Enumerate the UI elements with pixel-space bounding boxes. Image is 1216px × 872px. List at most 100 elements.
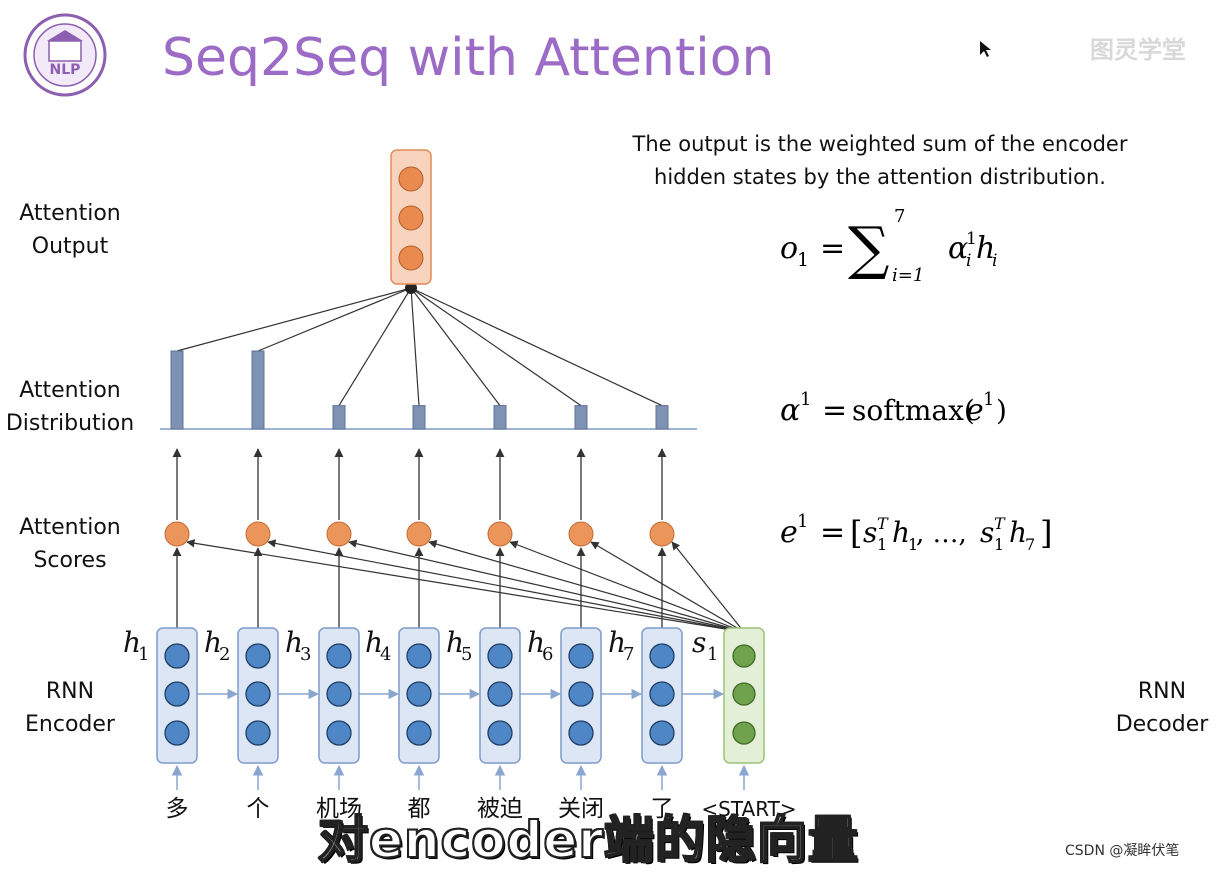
attention-bar [332, 405, 346, 430]
attention-score-node [487, 521, 513, 547]
formula-dots: , …, [916, 519, 967, 549]
encoder-input-token: 被迫 [477, 796, 523, 822]
attention-score-node [406, 521, 432, 547]
label-line: Decoder [1115, 712, 1209, 737]
label-line: Output [31, 234, 109, 259]
attention-output-label: Attention Output [0, 197, 140, 263]
decoder-to-score-arrow [186, 539, 745, 633]
formula-o-sub: 1 [797, 249, 809, 271]
formula-eq: = [820, 515, 845, 550]
output-merge-point [405, 282, 417, 294]
formula-e-sup: 1 [797, 511, 808, 532]
bar-to-output-line [410, 287, 501, 406]
formula-alpha-sup: 1 [800, 389, 811, 410]
decoder-neuron [732, 682, 756, 706]
encoder-neuron [568, 681, 594, 707]
hidden-state-label: h [285, 626, 303, 659]
hidden-state-label: h [365, 626, 383, 659]
encoder-neuron [568, 643, 594, 669]
university-logo: NLP [23, 13, 107, 97]
label-line: Attention [19, 515, 121, 540]
csdn-watermark: CSDN @凝眸伏笔 [1065, 843, 1180, 859]
formula-h: h [1009, 516, 1027, 549]
output-neuron [398, 205, 424, 231]
formula-alpha: α [948, 231, 968, 266]
formula-s-sub: 1 [994, 535, 1004, 554]
formula-h-sub: 7 [1025, 535, 1035, 554]
formula-s-sup: T [877, 514, 889, 533]
bar-to-output-line [410, 287, 582, 407]
hidden-state-label-sub: 5 [461, 644, 472, 665]
encoder-neuron [245, 720, 271, 746]
formula-s-sup: T [994, 514, 1006, 533]
encoder-neuron [164, 643, 190, 669]
decoder-state-label-sub: 1 [707, 644, 718, 665]
encoder-neuron [326, 681, 352, 707]
decoder-to-score-arrow [348, 539, 745, 633]
hidden-state-label: h [204, 626, 222, 659]
formula-softmax: softmax( [852, 394, 975, 427]
attention-score-node [649, 521, 675, 547]
attention-bar [493, 405, 507, 430]
attention-bar [574, 405, 588, 430]
decoder-to-score-arrow [267, 539, 745, 633]
formula-h-sub: 1 [908, 535, 918, 554]
attention-bar [251, 350, 265, 430]
encoder-neuron [649, 681, 675, 707]
hidden-state-label: h [446, 626, 464, 659]
hidden-state-label: h [527, 626, 545, 659]
encoder-input-token: 多 [166, 796, 189, 822]
attention-score-node [568, 521, 594, 547]
bar-to-output-line [410, 287, 420, 406]
output-neuron [398, 245, 424, 271]
hidden-state-label-sub: 7 [623, 644, 634, 665]
formula-close: ] [1040, 514, 1052, 552]
formula-h-sub: i [992, 251, 997, 271]
mouse-cursor-icon [980, 41, 991, 57]
formula-h: h [892, 516, 910, 549]
encoder-neuron [406, 720, 432, 746]
formula-e-sup: 1 [983, 389, 994, 410]
encoder-neuron [406, 681, 432, 707]
label-line: Attention [19, 201, 121, 226]
encoder-neuron [649, 643, 675, 669]
formula-alpha-sup: 1 [966, 229, 977, 249]
bar-to-output-line [410, 287, 663, 407]
hidden-state-label-sub: 2 [219, 644, 230, 665]
label-line: Distribution [5, 411, 135, 436]
decoder-to-score-arrow [590, 541, 745, 633]
hidden-state-label: h [123, 626, 141, 659]
output-neuron [398, 166, 424, 192]
decoder-state-label: s [692, 626, 706, 659]
encoder-neuron [245, 681, 271, 707]
corner-watermark: 图灵学堂 [1090, 36, 1186, 64]
decoder-to-score-arrow [509, 540, 745, 633]
attention-scores-label: Attention Scores [0, 511, 140, 577]
sum-symbol: ∑ [848, 214, 889, 282]
formula-s: s [863, 516, 877, 549]
encoder-neuron [487, 643, 513, 669]
attention-bar [412, 405, 426, 430]
encoder-input-token: 机场 [316, 796, 362, 822]
encoder-neuron [326, 720, 352, 746]
formula-eq: = [820, 231, 845, 266]
explanation-text: The output is the weighted sum of the en… [632, 132, 1128, 189]
formula-o: o [780, 231, 798, 266]
attention-bar [655, 405, 669, 430]
logo-text: NLP [50, 62, 81, 78]
encoder-input-token: 个 [247, 796, 270, 822]
encoder-neuron [406, 643, 432, 669]
rnn-encoder-label: RNN Encoder [0, 675, 140, 741]
attention-score-node [245, 521, 271, 547]
encoder-neuron [164, 720, 190, 746]
encoder-neuron [649, 720, 675, 746]
attention-distribution-label: Attention Distribution [0, 374, 140, 440]
attention-bar [170, 350, 184, 430]
output-formula: o 1 = ∑ 7 i=1 α 1 i h i [780, 206, 997, 286]
formula-eq: = [822, 393, 847, 428]
hidden-state-label-sub: 4 [380, 644, 391, 665]
formula-alpha: α [780, 393, 800, 428]
label-line: Attention [19, 378, 121, 403]
formula-open: [ [850, 514, 862, 552]
